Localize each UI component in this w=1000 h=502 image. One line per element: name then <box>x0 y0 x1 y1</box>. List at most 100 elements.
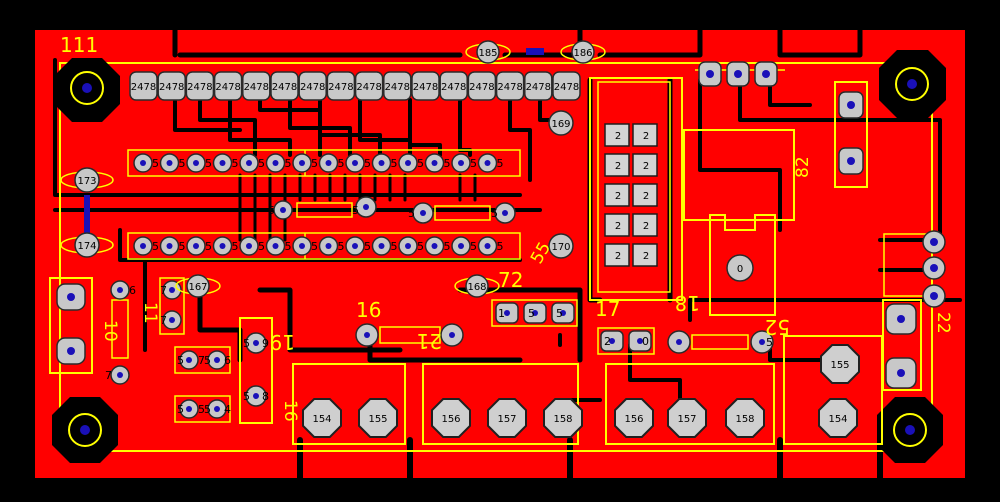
header-top-pin: 2478 <box>129 71 158 101</box>
svg-text:7: 7 <box>160 314 167 327</box>
terminal-block-left <box>292 363 406 445</box>
svg-text:5: 5 <box>177 354 184 367</box>
big-pad: 158 <box>543 398 583 438</box>
svg-text:82: 82 <box>793 156 813 178</box>
svg-text:2478: 2478 <box>413 82 438 93</box>
svg-text:2: 2 <box>643 161 649 172</box>
svg-text:5: 5 <box>470 240 477 253</box>
ic-pin: 5 <box>318 236 345 256</box>
svg-text:10: 10 <box>100 320 120 342</box>
svg-text:2478: 2478 <box>469 82 494 93</box>
pin-group-vertical: 5 9 5 8 19 16 <box>239 317 300 424</box>
pad-174: 174 <box>60 232 114 258</box>
pad-170: 170 <box>548 233 574 259</box>
header-top-pin: 2478 <box>467 71 497 101</box>
top-right-connector <box>695 61 785 87</box>
svg-text:2478: 2478 <box>328 82 353 93</box>
svg-text:170: 170 <box>551 242 570 253</box>
ic-pin: 5 <box>239 236 265 256</box>
header-top-pin: 2478 <box>213 71 243 101</box>
svg-text:2478: 2478 <box>526 82 551 93</box>
svg-text:5: 5 <box>204 354 211 367</box>
svg-text:5: 5 <box>497 157 504 170</box>
ic-pin: 5 <box>477 236 504 256</box>
svg-text:11: 11 <box>140 302 160 324</box>
svg-text:0: 0 <box>642 335 649 348</box>
svg-text:2: 2 <box>615 131 621 142</box>
ic-pin: 5 <box>265 236 292 256</box>
header-top-pin: 2478 <box>354 71 384 101</box>
svg-text:2478: 2478 <box>244 82 269 93</box>
chip-pad: 2 <box>632 183 658 207</box>
chip-pad: 2 <box>632 123 658 147</box>
svg-text:2: 2 <box>615 221 621 232</box>
header-top-pin: 2478 <box>242 71 271 101</box>
svg-text:5: 5 <box>352 204 359 217</box>
header-72: 168 1 5 5 72 55 <box>454 239 578 327</box>
big-pad: 154 <box>302 398 342 438</box>
jumper-link <box>526 48 544 55</box>
ic-pin: 5 <box>159 236 186 256</box>
svg-text:156: 156 <box>624 414 643 425</box>
svg-text:7: 7 <box>198 354 205 367</box>
header-17: 17 2 0 <box>595 297 655 355</box>
svg-text:5: 5 <box>408 207 415 220</box>
svg-text:5: 5 <box>179 240 186 253</box>
chip-pad: 2 <box>604 183 630 207</box>
mounting-hole-top-left <box>54 58 120 122</box>
svg-text:5: 5 <box>444 240 451 253</box>
ic-pin: 5 <box>371 236 398 256</box>
ic-pin: 5 <box>398 236 424 256</box>
svg-text:7: 7 <box>105 369 112 382</box>
terminal-block-far-right <box>783 335 883 445</box>
svg-text:5: 5 <box>258 240 265 253</box>
header-top-pin: 2478 <box>157 71 186 101</box>
svg-text:5: 5 <box>232 157 239 170</box>
svg-text:18: 18 <box>675 291 700 315</box>
ic-pin: 5 <box>239 153 265 173</box>
svg-text:5: 5 <box>497 240 504 253</box>
chip-pad: 2 <box>604 123 630 147</box>
svg-text:2: 2 <box>643 221 649 232</box>
header-top-pin: 2478 <box>439 71 468 101</box>
pad-169: 169 <box>548 110 574 136</box>
svg-text:4: 4 <box>224 403 231 416</box>
header-top-pin: 2478 <box>495 71 525 101</box>
svg-text:16: 16 <box>356 298 381 322</box>
big-pad: 157 <box>667 398 707 438</box>
chip-pad: 2 <box>604 243 630 267</box>
svg-text:6: 6 <box>129 284 136 297</box>
ic-pin: 5 <box>371 153 398 173</box>
svg-text:7: 7 <box>160 284 167 297</box>
svg-text:174: 174 <box>77 241 96 252</box>
svg-text:5: 5 <box>470 157 477 170</box>
resistor-r1: 5 5 <box>268 196 377 220</box>
svg-text:5: 5 <box>258 157 265 170</box>
header-top-pin: 2478 <box>552 71 581 101</box>
chip-pad: 2 <box>632 243 658 267</box>
header-top-pin: 2478 <box>524 71 553 101</box>
svg-text:2478: 2478 <box>272 82 297 93</box>
svg-text:2478: 2478 <box>187 82 212 93</box>
header-top-pin: 2478 <box>185 71 215 101</box>
svg-text:169: 169 <box>551 119 570 130</box>
ic-pin: 5 <box>186 153 212 173</box>
svg-text:5: 5 <box>338 157 345 170</box>
ic-pin: 5 <box>292 153 318 173</box>
mounting-hole-top-right <box>879 50 946 118</box>
svg-text:154: 154 <box>828 414 847 425</box>
right-edge-pins: 22 <box>883 230 953 334</box>
svg-text:5: 5 <box>391 157 398 170</box>
mounting-hole-bottom-right <box>877 397 943 463</box>
terminal-block-mid <box>422 363 579 445</box>
svg-text:2478: 2478 <box>300 82 325 93</box>
svg-text:5: 5 <box>198 403 205 416</box>
pad-186: 186 <box>560 40 606 64</box>
svg-text:5: 5 <box>285 157 292 170</box>
chip-pad: 2 <box>604 153 630 177</box>
pad-173: 173 <box>60 167 114 193</box>
big-pad: 154 <box>818 398 858 438</box>
